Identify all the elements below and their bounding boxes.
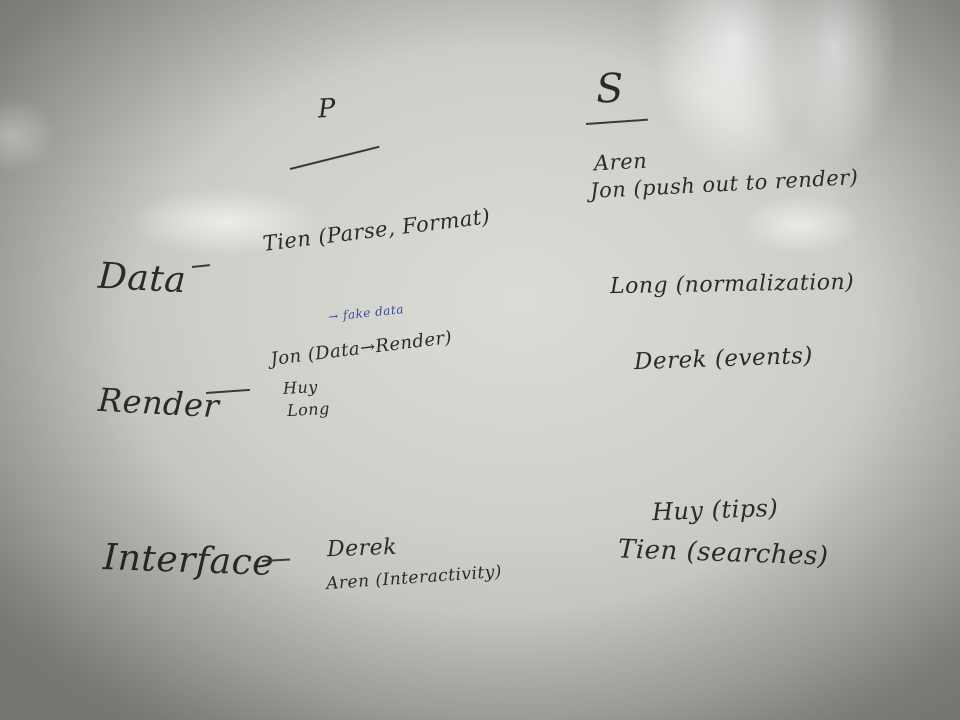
row-label-render: Render: [97, 380, 221, 426]
s-item-long: Long (normalization): [609, 269, 855, 300]
data-p-assignee: Tien (Parse, Format): [261, 204, 492, 256]
interface-p-line-1: Derek: [326, 534, 398, 563]
s-item-aren: Aren: [593, 148, 648, 176]
header-s: S: [595, 65, 625, 113]
header-s-underline: [585, 118, 648, 125]
interface-p-line-2: Aren (Interactivity): [325, 561, 503, 595]
header-p: P: [317, 93, 337, 125]
render-note: → fake data: [327, 302, 405, 324]
s-item-tien: Tien (searches): [617, 534, 830, 572]
render-p-line-2: Huy: [282, 377, 319, 398]
row-label-data: Data: [96, 255, 188, 302]
render-p-line-3: Long: [286, 398, 331, 421]
row-label-interface: Interface: [102, 537, 275, 584]
row-dash-interface: [261, 558, 291, 562]
render-p-line-1: Jon (Data→Render): [269, 326, 454, 371]
header-p-underline: [289, 145, 380, 170]
s-item-huy: Huy (tips): [651, 493, 779, 527]
row-dash-data: [191, 264, 211, 268]
s-item-derek: Derek (events): [633, 342, 814, 376]
